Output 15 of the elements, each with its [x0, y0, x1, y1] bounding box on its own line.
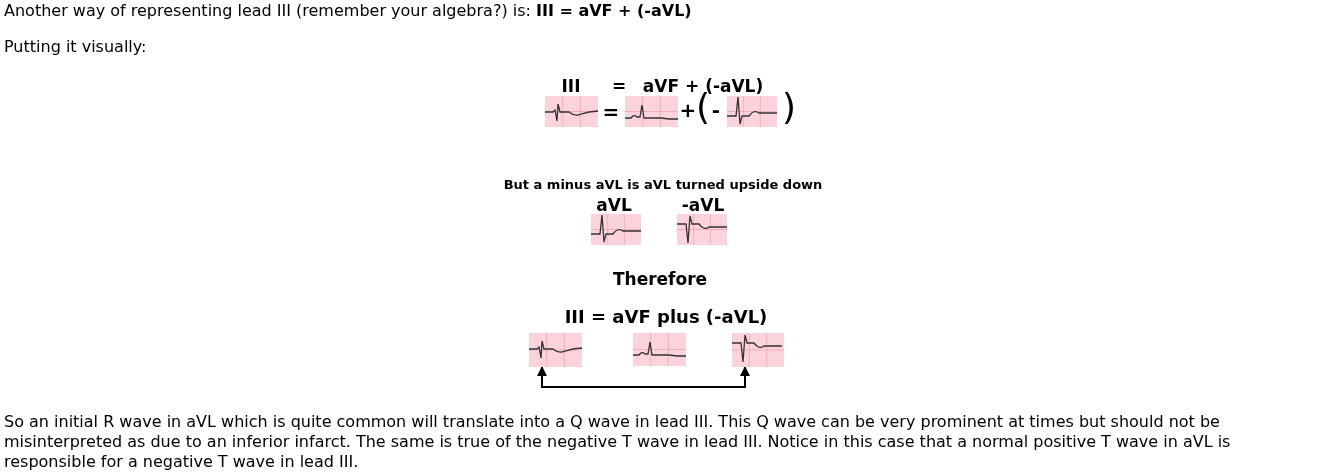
heading: Therefore: [612, 269, 708, 290]
intro-sentence: Another way of representing lead III (remember your algebra?) is: III = aVF + (-aVL): [4, 1, 692, 21]
equation-term: III: [561, 76, 581, 97]
lead-label: -aVL: [681, 195, 725, 216]
caption: But a minus aVL is aVL turned upside down: [503, 177, 823, 193]
minus-sign: -: [711, 98, 721, 122]
parenthesis: ): [782, 89, 796, 125]
equation: III = aVF plus (-aVL): [564, 306, 768, 328]
paragraph: So an initial R wave in aVL which is quite common will translate into a Q wave in lead III. This Q wave can be very prominent at times but should not be misinterpreted as due to an inferior infarct. The same is true of the negative T wave in lead III. Notice in this case that a normal positive T wave in aVL is responsible for a negative T wave in lead III.: [4, 412, 1232, 472]
intro-sentence: Putting it visually:: [4, 37, 147, 57]
equals-sign: =: [602, 100, 620, 124]
plus-sign: +: [679, 98, 697, 122]
equals-sign: =: [611, 76, 627, 97]
lead-label: aVL: [596, 195, 632, 216]
arrow: [537, 366, 750, 388]
